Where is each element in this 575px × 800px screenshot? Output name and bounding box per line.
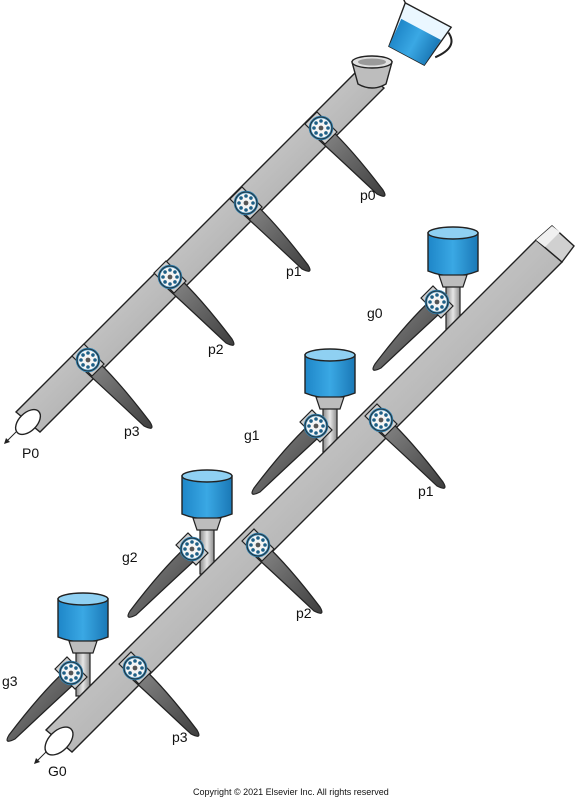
gate-valve-g2-handle[interactable] — [127, 546, 195, 618]
gate-valve-g1-handle[interactable] — [251, 423, 319, 495]
top-pipe — [14, 0, 453, 436]
bottom-pipe — [44, 225, 575, 756]
top-pipe-outlet — [14, 408, 42, 436]
pitcher-icon — [388, 0, 453, 66]
top-valve-p3-handle[interactable] — [85, 357, 153, 429]
top-valve-p1[interactable] — [229, 186, 311, 272]
bottom-valve-label-p1: p1 — [418, 483, 434, 499]
top-valve-p0-handle[interactable] — [318, 125, 386, 197]
gate-tanks — [57, 226, 479, 654]
gate-label-g2: g2 — [122, 549, 138, 565]
bottom-pipe-cap — [534, 225, 575, 264]
top-pipe-valves — [71, 111, 386, 429]
bottom-pipe-outlet-label: G0 — [48, 763, 67, 779]
gate-label-g3: g3 — [2, 673, 18, 689]
top-valve-p2[interactable] — [153, 260, 235, 346]
top-valve-p3[interactable] — [71, 343, 153, 429]
top-valve-p2-handle[interactable] — [167, 274, 235, 346]
gate-valve-g3-handle[interactable] — [6, 670, 74, 742]
bottom-valve-p3-handle[interactable] — [132, 665, 200, 737]
gate-valve-g2[interactable] — [127, 532, 209, 618]
gate-valve-g3[interactable] — [6, 656, 88, 742]
gate-valve-g0[interactable] — [372, 285, 454, 371]
gate-tank-g0 — [427, 226, 479, 288]
bottom-valve-p2[interactable] — [241, 528, 323, 614]
gate-tank-g1 — [304, 348, 356, 410]
gate-label-g0: g0 — [367, 305, 383, 321]
gate-valve-g0-handle[interactable] — [372, 299, 440, 371]
bottom-valve-p2-handle[interactable] — [255, 542, 323, 614]
gate-valve-g1[interactable] — [251, 409, 333, 495]
bottom-valve-label-p2: p2 — [296, 605, 312, 621]
bottom-valve-p3[interactable] — [118, 651, 200, 737]
bottom-pipe-valves — [6, 285, 454, 742]
bottom-pipe-outlet-arrow — [34, 751, 47, 764]
gate-tank-g2 — [181, 469, 233, 531]
gate-label-g1: g1 — [244, 427, 260, 443]
bottom-pipe-outlet — [44, 726, 74, 756]
top-pipe-outlet-arrow — [4, 431, 17, 444]
bottom-valve-p1-handle[interactable] — [378, 417, 446, 489]
copyright-notice: Copyright © 2021 Elsevier Inc. All right… — [193, 787, 389, 797]
top-pipe-outlet-label: P0 — [22, 445, 39, 461]
top-valve-p0[interactable] — [304, 111, 386, 197]
top-valve-label-p3: p3 — [124, 423, 140, 439]
top-valve-label-p2: p2 — [208, 341, 224, 357]
bottom-valve-p1[interactable] — [364, 403, 446, 489]
top-valve-p1-handle[interactable] — [243, 200, 311, 272]
funnel — [351, 55, 393, 89]
gate-tank-g3 — [57, 592, 109, 654]
top-valve-label-p0: p0 — [360, 187, 376, 203]
top-valve-label-p1: p1 — [286, 263, 302, 279]
bottom-valve-label-p3: p3 — [172, 729, 188, 745]
